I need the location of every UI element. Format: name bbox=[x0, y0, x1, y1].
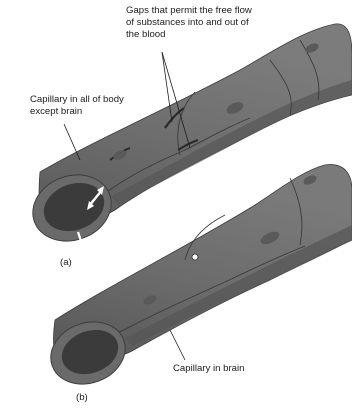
panel-label-a: (a) bbox=[60, 257, 72, 269]
gaps-label-line3: the blood bbox=[126, 29, 165, 41]
gaps-label-line1: Gaps that permit the free flow bbox=[126, 5, 252, 17]
body-capillary-label-line1: Capillary in all of body bbox=[30, 94, 124, 106]
brain-leader bbox=[170, 330, 185, 360]
brain-capillary-label: Capillary in brain bbox=[173, 363, 244, 375]
panel-label-b: (b) bbox=[76, 392, 88, 404]
body-capillary-label-line2: except brain bbox=[30, 106, 82, 118]
marker-dot bbox=[192, 254, 198, 260]
gaps-label-line2: of substances into and out of bbox=[126, 17, 249, 29]
